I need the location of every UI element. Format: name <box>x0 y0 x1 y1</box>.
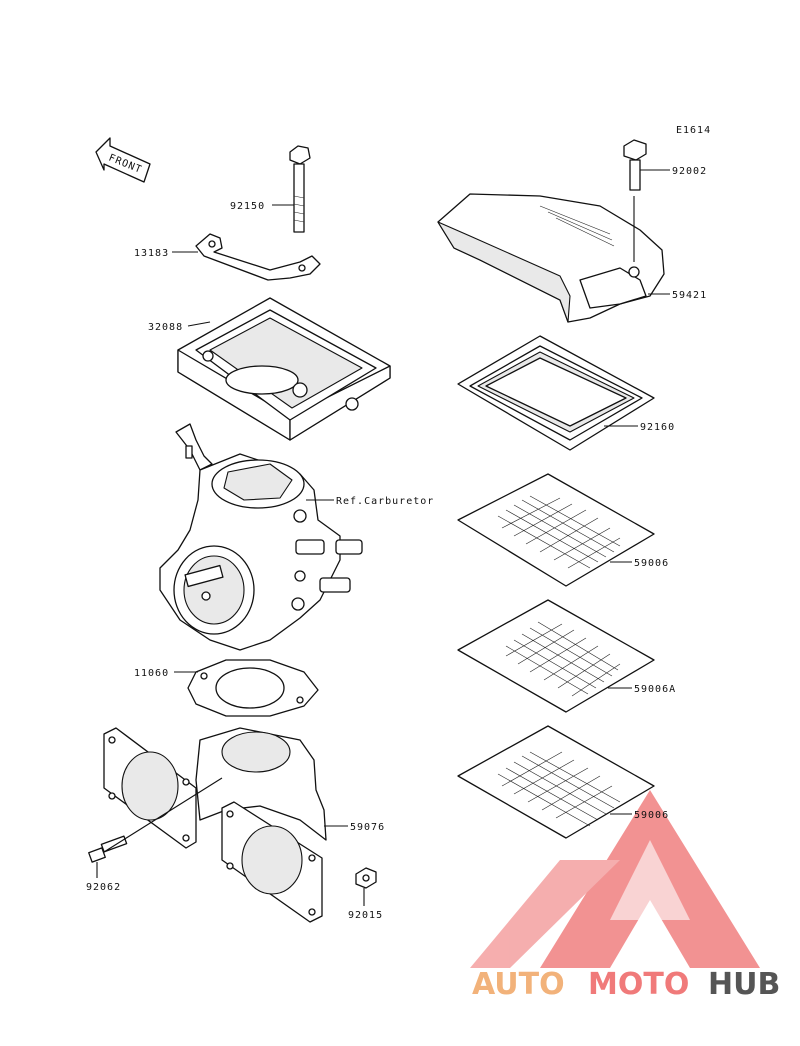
label-59006-b: 59006 <box>634 810 669 821</box>
label-92015: 92015 <box>348 910 383 921</box>
label-32088: 32088 <box>148 322 183 333</box>
diagram-code: E1614 <box>676 125 711 136</box>
label-59421: 59421 <box>672 290 707 301</box>
carburetor <box>159 423 363 651</box>
manifold-59076 <box>103 727 327 923</box>
label-11060: 11060 <box>134 668 169 679</box>
bolt-92150 <box>289 145 311 233</box>
label-92062: 92062 <box>86 882 121 893</box>
bolt-92002 <box>623 139 647 191</box>
gasket-11060 <box>187 659 319 717</box>
watermark-logo <box>470 790 760 968</box>
label-92160: 92160 <box>640 422 675 433</box>
label-59006-a: 59006 <box>634 558 669 569</box>
watermark-text-moto: MOTO <box>588 967 689 1002</box>
cover-59421 <box>437 193 665 323</box>
label-92150: 92150 <box>230 201 265 212</box>
seal-92160 <box>457 335 655 451</box>
filter-59006-lower <box>457 725 655 839</box>
front-arrow-icon: FRONT <box>95 137 151 183</box>
label-13183: 13183 <box>134 248 169 259</box>
label-ref-carburetor: Ref.Carburetor <box>336 496 434 507</box>
watermark-text-auto: AUTO <box>472 967 565 1002</box>
filter-59006a <box>457 599 655 713</box>
filter-59006 <box>457 473 655 587</box>
label-59076: 59076 <box>350 822 385 833</box>
label-59006a: 59006A <box>634 684 676 695</box>
watermark-text: AUTO MOTO HUB <box>472 967 780 1002</box>
nut-92015 <box>355 867 377 889</box>
label-92002: 92002 <box>672 166 707 177</box>
watermark-text-hub: HUB <box>708 967 780 1002</box>
base-32088 <box>177 297 391 441</box>
bracket-13183 <box>195 233 321 281</box>
pin-92062 <box>88 835 128 863</box>
